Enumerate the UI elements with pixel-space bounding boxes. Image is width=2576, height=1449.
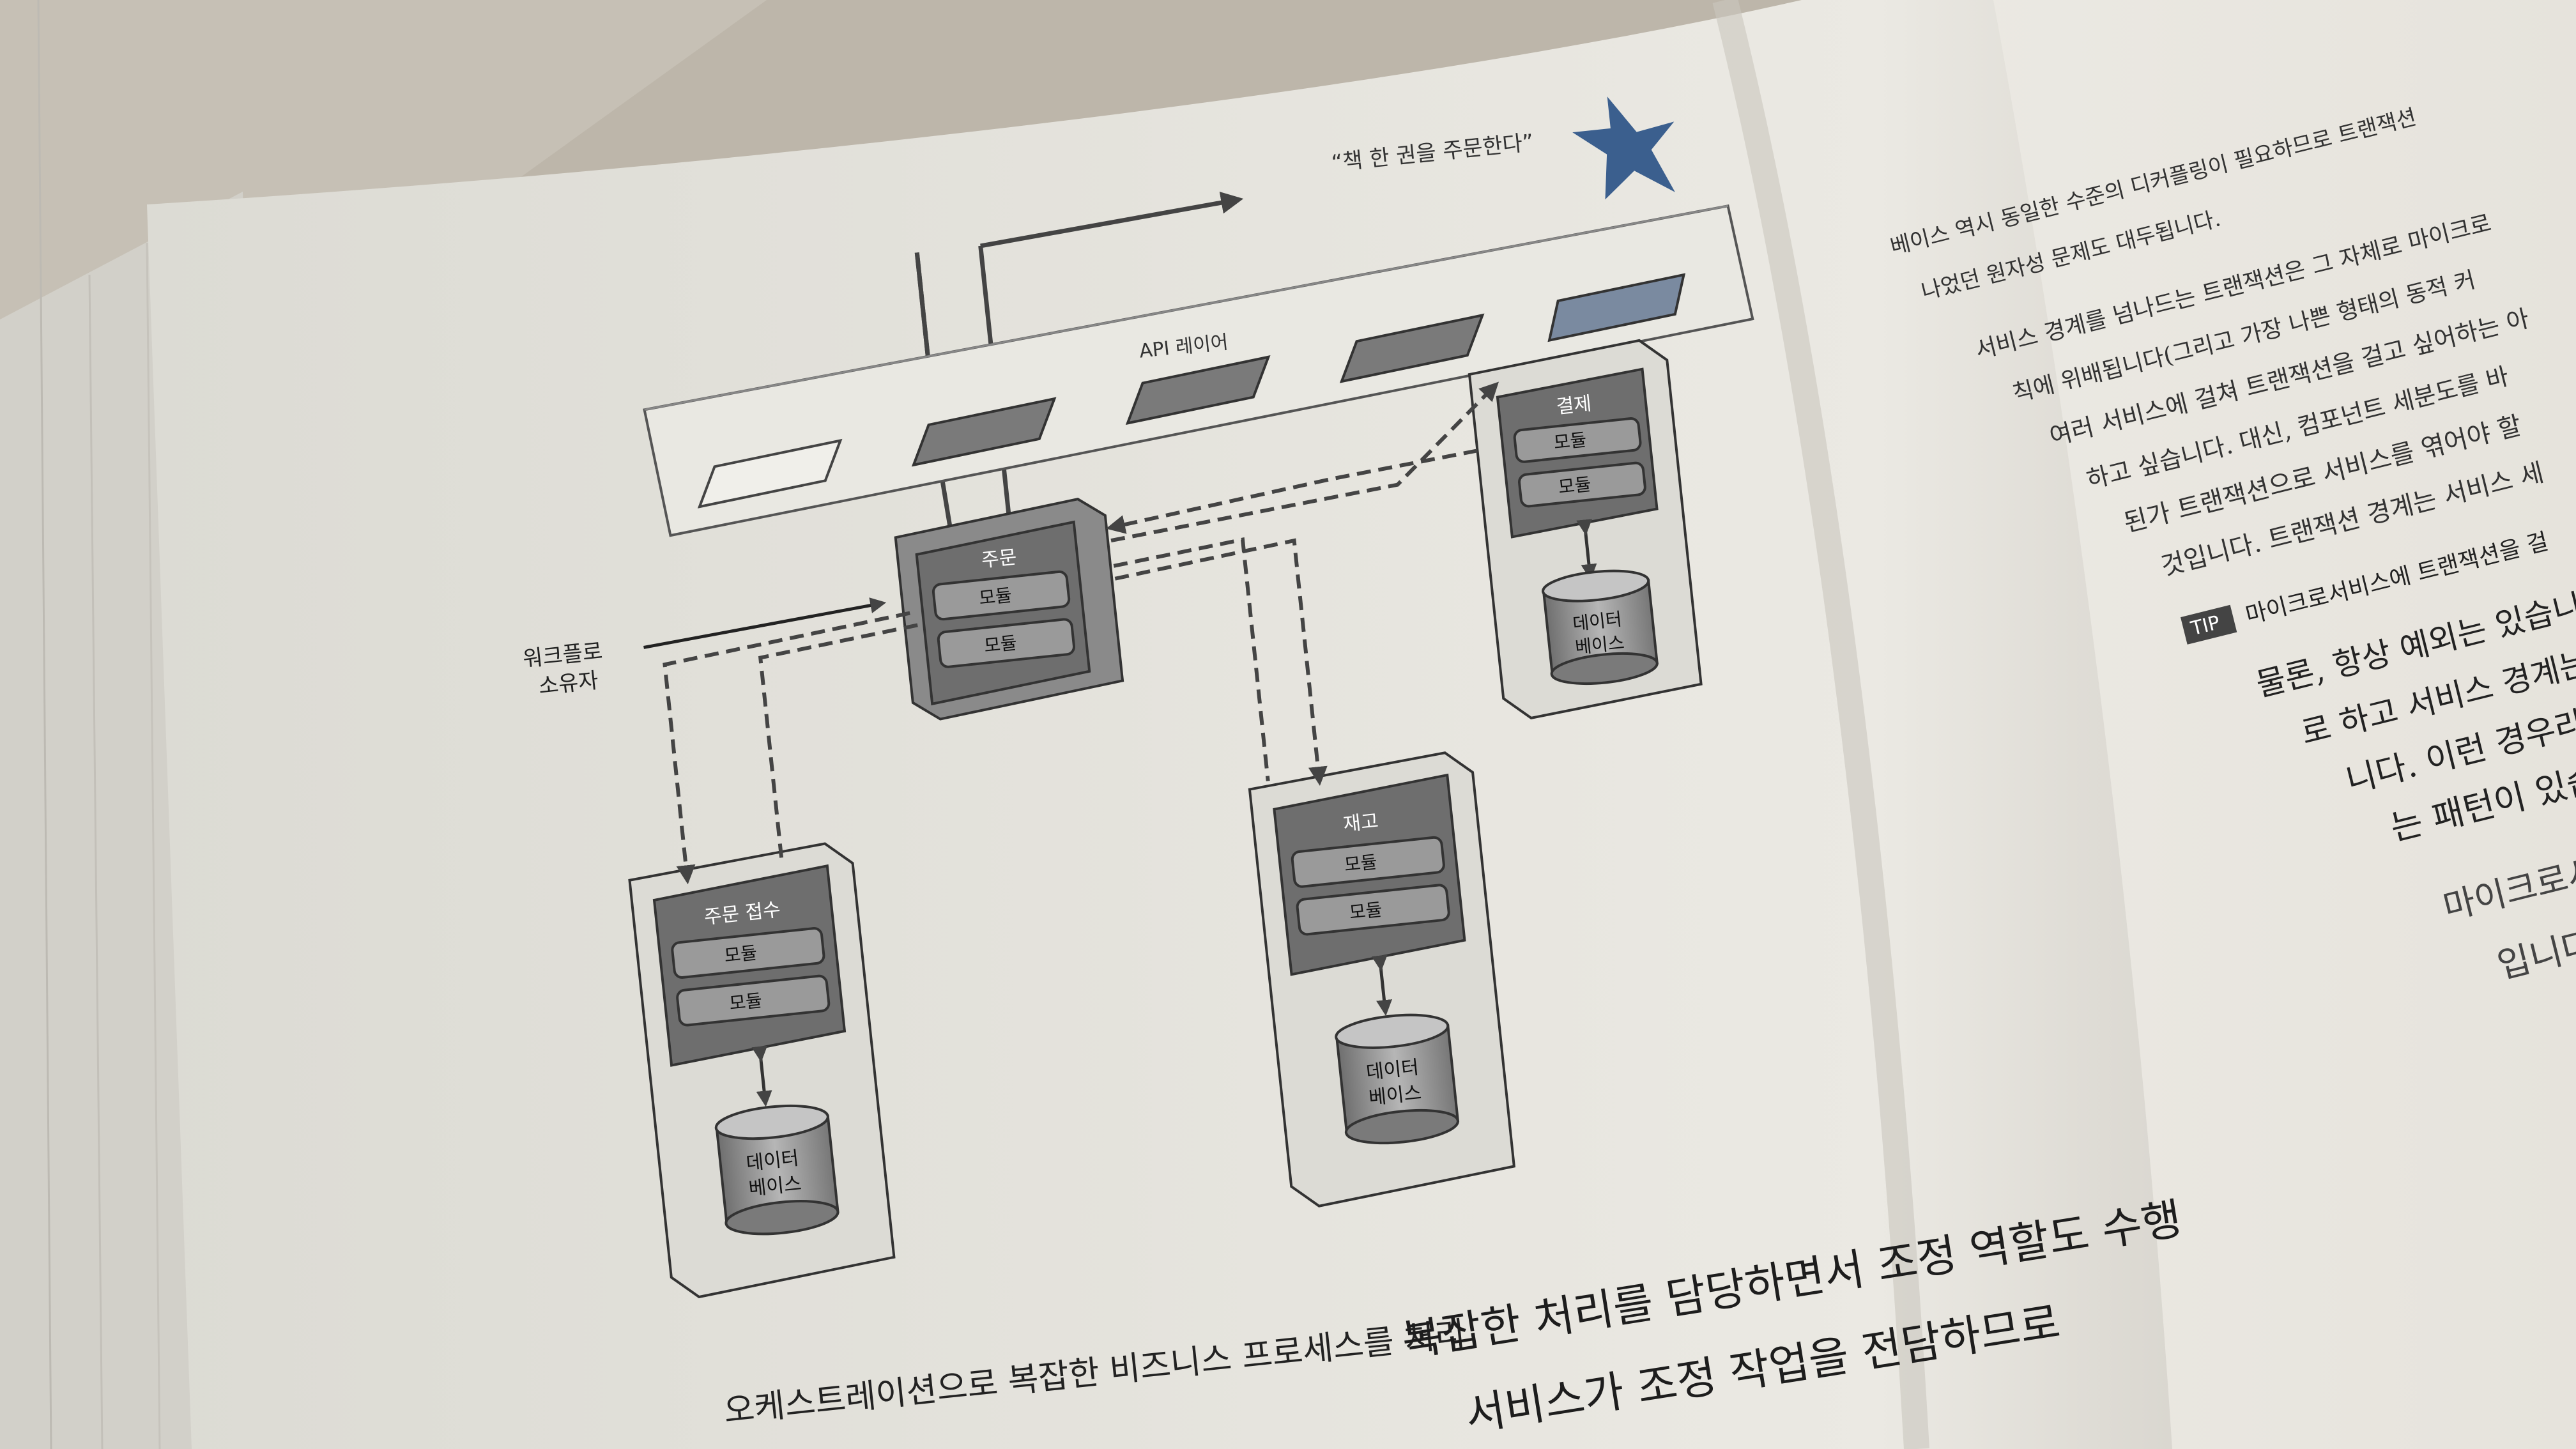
api-endpoint-2 [911,397,1057,467]
api-endpoint-4 [1339,313,1485,383]
service-payment-module-1-label: 모듈 [1552,429,1588,454]
service-inventory-title: 재고 [1342,810,1380,836]
service-inventory-db-line1: 데이터 [1365,1056,1420,1084]
api-endpoint-1 [697,438,843,509]
api-endpoints [697,273,1686,509]
right-page [1725,0,2576,1449]
service-inventory-module-1 [1291,836,1445,888]
left-page [147,0,2185,1449]
orchestration-connectors [663,381,1499,885]
service-inventory-module-2 [1296,884,1450,936]
service-order-intake-module-2 [676,974,831,1027]
workflow-owner-line2: 소유자 [537,668,600,700]
service-payment-database: 데이터 베이스 [1542,569,1659,685]
service-inventory-db-line2: 베이스 [1368,1082,1423,1109]
service-payment-title: 결제 [1555,392,1593,418]
star-mascot-icon [1572,96,1675,200]
service-payment-db-line1: 데이터 [1572,608,1623,634]
service-inventory-module-2-label: 모듈 [1348,899,1383,923]
service-order-module-1-label: 모듈 [978,585,1013,609]
service-order-module-1 [931,570,1071,621]
service-inventory: 재고 모듈 모듈 데이터 베이스 [1248,751,1516,1208]
service-payment-db-line2: 베이스 [1574,632,1625,658]
service-inventory-module-1-label: 모듈 [1343,851,1378,875]
api-endpoint-3 [1125,355,1271,425]
api-layer: API 레이어 [643,204,1754,537]
service-order-intake-module-1-label: 모듈 [723,942,758,967]
api-endpoint-5 [1547,273,1686,342]
service-order: 주문 모듈 모듈 [894,498,1124,721]
service-order-module-2 [937,618,1076,668]
service-order-intake-module-1 [671,927,825,979]
service-payment-module-2 [1518,461,1646,508]
service-order-intake-module-2-label: 모듈 [728,990,763,1014]
service-payment: 결제 모듈 모듈 데이터 베이스 [1468,339,1703,719]
service-order-title: 주문 [980,546,1018,572]
service-order-module-2-label: 모듈 [983,632,1018,656]
service-order-intake-database: 데이터 베이스 [714,1104,839,1236]
service-order-intake: 주문 접수 모듈 모듈 데이터 베이스 [628,842,896,1299]
tip-badge [2181,604,2237,645]
service-payment-module-1 [1513,417,1642,463]
service-payment-module-2-label: 모듈 [1557,473,1592,498]
service-order-intake-db-line2: 베이스 [747,1172,802,1200]
service-inventory-database: 데이터 베이스 [1335,1013,1460,1145]
book-gutter [1712,0,1929,1449]
service-order-intake-db-line1: 데이터 [745,1147,800,1175]
